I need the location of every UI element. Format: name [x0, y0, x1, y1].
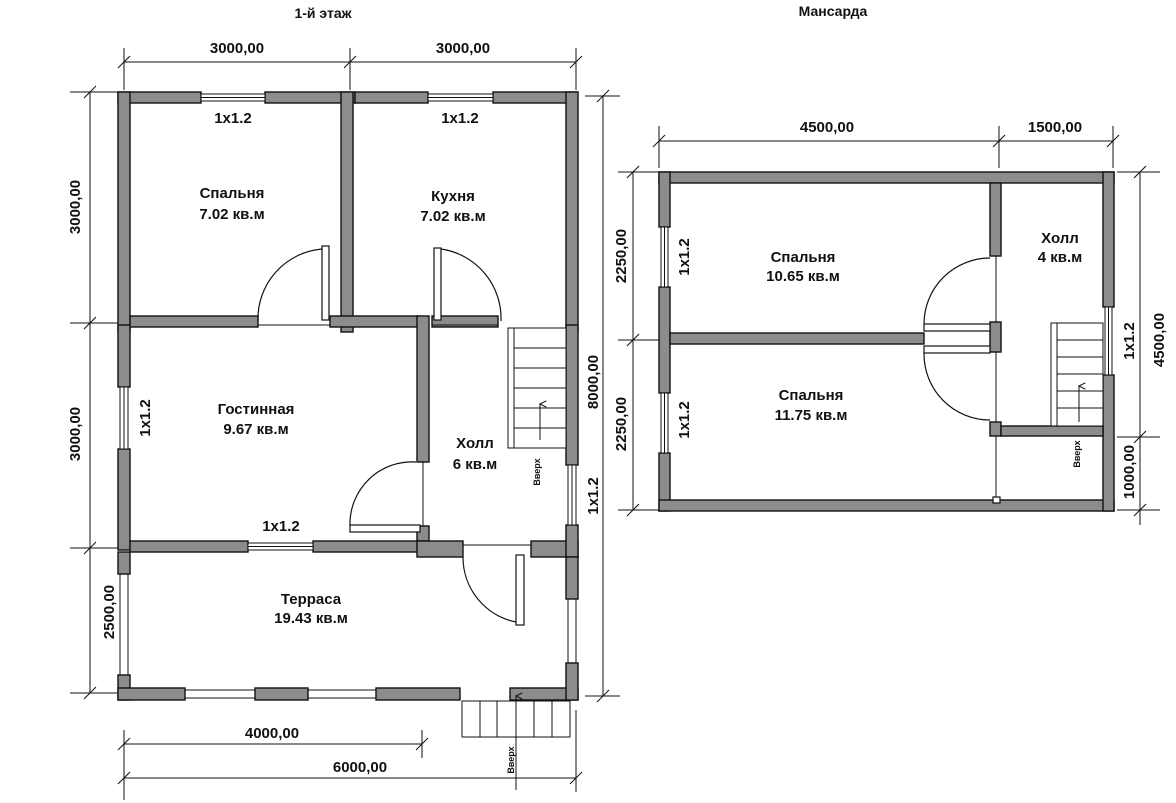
window-label-living-bottom: 1х1.2	[262, 518, 300, 535]
room-name-living: Гостинная	[218, 401, 295, 418]
first-floor-rooms: Спальня 7.02 кв.м Кухня 7.02 кв.м Гостин…	[199, 185, 497, 627]
window-label-attic-bedroom1: 1х1.2	[676, 238, 693, 276]
dim-attic-left-bottom: 2250,00	[613, 397, 630, 451]
room-area-living: 9.67 кв.м	[223, 421, 288, 438]
dim-first-bottom-total: 6000,00	[333, 759, 387, 776]
first-floor-dimensions: 3000,00 3000,00 3000,00 3000,00 2500,00 …	[67, 40, 620, 800]
room-area-attic-bedroom1: 10.65 кв.м	[766, 268, 840, 285]
dim-attic-left-top: 2250,00	[613, 229, 630, 283]
attic-rooms: Спальня 10.65 кв.м Спальня 11.75 кв.м Хо…	[766, 230, 1082, 424]
room-area-hall: 6 кв.м	[453, 456, 498, 473]
window-label-bedroom: 1х1.2	[214, 110, 252, 127]
room-area-terrace: 19.43 кв.м	[274, 610, 348, 627]
attic-floor-plan: Мансарда 4500,00 1500,00	[613, 3, 1168, 525]
dim-first-bottom-partial: 4000,00	[245, 725, 299, 742]
attic-windows: 1х1.2 1х1.2 1х1.2	[660, 226, 1138, 454]
attic-dimensions: 4500,00 1500,00 2250,00 2250,00 4500,00 …	[613, 119, 1168, 525]
attic-title: Мансарда	[799, 3, 868, 19]
room-name-kitchen: Кухня	[431, 188, 475, 205]
room-area-kitchen: 7.02 кв.м	[420, 208, 485, 225]
room-name-attic-bedroom2: Спальня	[779, 387, 844, 404]
first-floor-title: 1-й этаж	[294, 5, 352, 21]
dim-first-top-right: 3000,00	[436, 40, 490, 57]
dim-attic-top-right: 1500,00	[1028, 119, 1082, 136]
dim-attic-right-bottom: 1000,00	[1121, 445, 1138, 499]
attic-stairs: Вверх	[1050, 322, 1104, 468]
dim-first-top-left: 3000,00	[210, 40, 264, 57]
dim-first-left-middle: 3000,00	[67, 407, 84, 461]
window-label-living-left: 1х1.2	[137, 399, 154, 437]
first-floor-plan: 1-й этаж	[67, 5, 620, 800]
window-label-kitchen: 1х1.2	[441, 110, 479, 127]
dim-first-left-top: 3000,00	[67, 180, 84, 234]
room-area-bedroom: 7.02 кв.м	[199, 206, 264, 223]
first-floor-windows: 1х1.2 1х1.2 1х1.2 1х1.2 1х1.2	[119, 93, 602, 699]
dim-first-right-total: 8000,00	[585, 355, 602, 409]
stair-up-label-hall: Вверх	[532, 458, 542, 485]
room-name-terrace: Терраса	[281, 591, 342, 608]
room-area-attic-bedroom2: 11.75 кв.м	[775, 407, 848, 424]
attic-walls	[658, 171, 1115, 512]
dim-attic-right-total: 4500,00	[1151, 313, 1168, 367]
window-label-hall-right: 1х1.2	[585, 477, 602, 515]
room-name-attic-bedroom1: Спальня	[771, 249, 836, 266]
first-floor-stairs: Вверх Вверх	[461, 327, 571, 790]
first-floor-walls	[117, 91, 579, 701]
stair-up-label-attic: Вверх	[1072, 440, 1082, 467]
room-area-attic-hall: 4 кв.м	[1038, 249, 1083, 266]
stair-up-label-terrace: Вверх	[506, 746, 516, 773]
window-label-attic-bedroom2: 1х1.2	[676, 401, 693, 439]
window-label-attic-hall: 1х1.2	[1121, 322, 1138, 360]
room-name-bedroom: Спальня	[200, 185, 265, 202]
attic-doors	[923, 256, 1001, 504]
room-name-attic-hall: Холл	[1041, 230, 1079, 247]
room-name-hall: Холл	[456, 435, 494, 452]
first-floor-doors	[257, 245, 531, 626]
dim-attic-top-left: 4500,00	[800, 119, 854, 136]
dim-first-left-bottom: 2500,00	[101, 585, 118, 639]
